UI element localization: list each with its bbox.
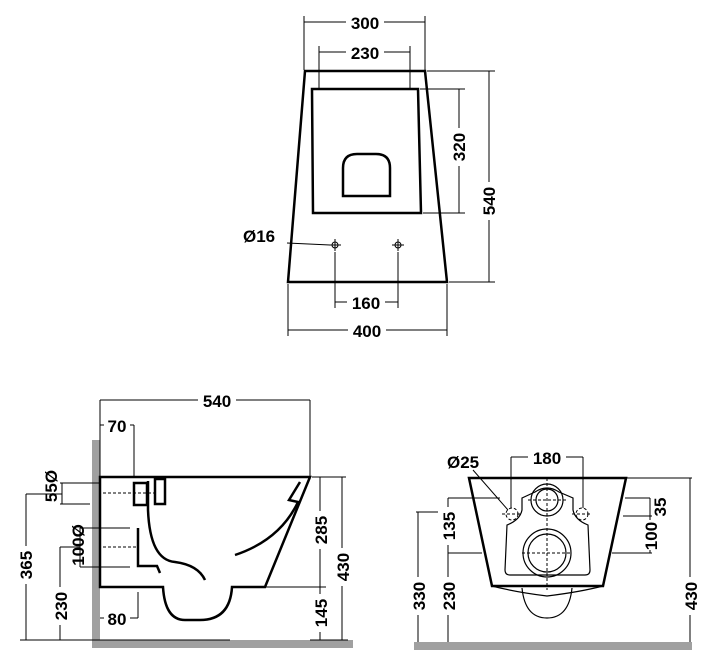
side-view-outline bbox=[98, 475, 312, 622]
dim-top-400: 400 bbox=[353, 322, 381, 341]
dim-side-145: 145 bbox=[312, 599, 331, 627]
side-view-trap bbox=[146, 481, 207, 581]
fixing-hole-left bbox=[329, 239, 341, 251]
front-view-seat-plate bbox=[504, 487, 591, 576]
dim-top-160: 160 bbox=[352, 294, 380, 313]
top-view-seat-opening bbox=[310, 87, 423, 215]
dim-front-35: 35 bbox=[651, 498, 670, 517]
floor bbox=[92, 640, 353, 648]
side-view: 540 70 55Ø 100Ø 365 230 80 285 145 430 bbox=[17, 391, 353, 648]
front-view-trap bbox=[521, 587, 573, 619]
dim-front-230: 230 bbox=[440, 582, 459, 610]
dim-front-bolt-diameter: Ø25 bbox=[447, 453, 479, 472]
top-view-bowl-outline bbox=[341, 152, 392, 198]
dim-front-180: 180 bbox=[533, 449, 561, 468]
top-view-outline bbox=[286, 69, 449, 284]
dim-side-outlet-diameter: 100Ø bbox=[69, 524, 88, 566]
dim-top-540: 540 bbox=[480, 187, 499, 215]
dim-side-230: 230 bbox=[52, 592, 71, 620]
dim-side-70: 70 bbox=[108, 417, 127, 436]
dim-front-135: 135 bbox=[440, 512, 459, 540]
dim-top-300: 300 bbox=[351, 14, 379, 33]
dim-side-80: 80 bbox=[108, 610, 127, 629]
dim-top-hole-diameter: Ø16 bbox=[243, 227, 275, 246]
side-view-outlet bbox=[136, 528, 162, 574]
dim-side-285: 285 bbox=[312, 516, 331, 544]
dim-side-365: 365 bbox=[17, 551, 36, 579]
dim-front-430: 430 bbox=[682, 582, 701, 610]
wall bbox=[92, 440, 100, 648]
bolt-hole-left bbox=[502, 507, 522, 521]
fixing-hole-right bbox=[392, 239, 404, 251]
dim-side-430: 430 bbox=[334, 553, 353, 581]
dim-front-100: 100 bbox=[642, 522, 661, 550]
dim-top-320: 320 bbox=[450, 133, 469, 161]
dim-side-540: 540 bbox=[203, 392, 231, 411]
side-view-rim bbox=[234, 481, 302, 557]
dim-side-inlet-diameter: 55Ø bbox=[42, 470, 61, 502]
dim-top-230: 230 bbox=[351, 44, 379, 63]
dim-front-330: 330 bbox=[410, 582, 429, 610]
floor-front bbox=[414, 642, 692, 650]
front-view: Ø25 180 430 35 100 135 230 330 bbox=[409, 448, 701, 650]
top-view: 300 230 320 540 Ø16 160 400 bbox=[243, 13, 499, 341]
bolt-hole-right bbox=[572, 507, 592, 521]
